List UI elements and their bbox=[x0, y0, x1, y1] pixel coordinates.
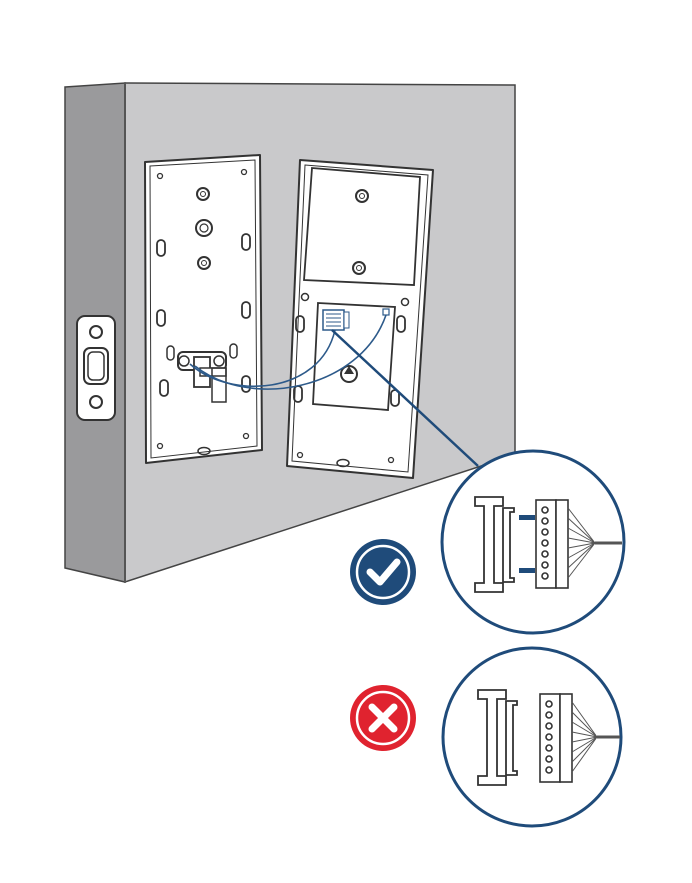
lock-back bbox=[287, 160, 433, 478]
x-icon bbox=[350, 685, 416, 751]
zoom-correct bbox=[442, 451, 624, 633]
plug bbox=[540, 694, 572, 782]
mounting-plate bbox=[145, 155, 262, 463]
check-icon bbox=[350, 539, 416, 605]
latch-faceplate bbox=[77, 316, 115, 420]
plug bbox=[536, 500, 568, 588]
zoom-incorrect bbox=[443, 648, 621, 826]
